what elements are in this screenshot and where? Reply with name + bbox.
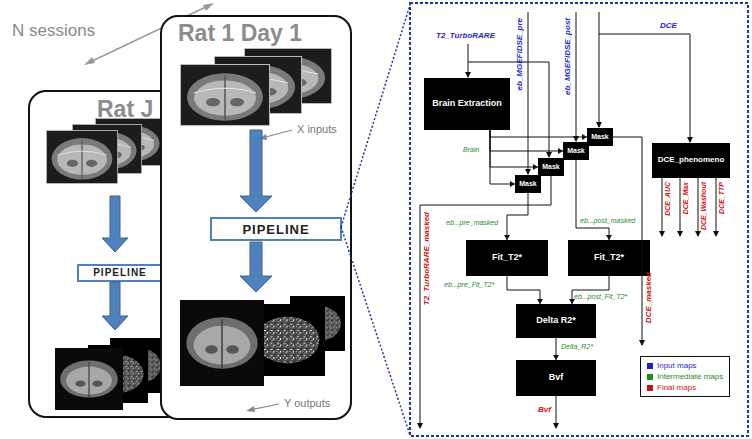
output-wire (662, 178, 663, 236)
edge-label: eb...pre_masked (446, 219, 498, 226)
edge-label: eb...post_masked (580, 217, 635, 224)
legend-swatch (647, 385, 653, 391)
edge-label: eb...post_Fit_T2* (574, 293, 627, 300)
input-map-label: eb_MGEFIDSE_post (564, 18, 572, 95)
arrow-head (203, 3, 214, 11)
edge-label: eb...pre_Fit_T2* (444, 281, 494, 288)
axis-label: X inputs (297, 124, 337, 135)
process-box: Bvf (516, 360, 596, 396)
process-label: Delta R2* (536, 316, 576, 326)
process-label: Brain Extraction (432, 99, 502, 109)
flow-connector (553, 338, 559, 360)
legend-row: Final maps (647, 382, 723, 393)
final-map-label: DCE_AUC (664, 182, 671, 216)
flow-connector (504, 193, 528, 240)
legend-swatch (647, 374, 653, 380)
legend-swatch (647, 363, 653, 369)
flow-connector (507, 276, 543, 304)
subject-panel: Rat 1 Day 1 PIPELINE (160, 15, 352, 420)
final-map-label: T2_TurboRARE_masked (423, 212, 431, 305)
legend-box: Input mapsIntermediate mapsFinal maps (640, 356, 730, 397)
mask-box: Mask (538, 158, 564, 176)
final-map-label: DCE_Max (682, 182, 689, 214)
input-wire (599, 34, 690, 142)
connector-line (490, 130, 587, 137)
pipeline-box: PIPELINE (210, 217, 342, 241)
connector-line (490, 130, 563, 151)
process-box: Fit_T2* (466, 240, 548, 276)
process-box: Delta R2* (516, 304, 596, 338)
wire-group (420, 12, 716, 428)
input-map-label: DCE (660, 22, 677, 30)
flow-connector (490, 130, 563, 154)
process-box: DCE_phenomeno (652, 143, 730, 178)
process-label: Fit_T2* (492, 253, 522, 263)
final-map-label: Bvf (538, 406, 551, 414)
pipeline-box: PIPELINE (77, 264, 163, 282)
connector-line (576, 160, 609, 240)
legend-text: Final maps (657, 382, 696, 393)
legend-text: Intermediate maps (657, 371, 723, 382)
output-wire (680, 178, 681, 236)
flow-connector (490, 130, 587, 140)
process-label: Mask (567, 147, 585, 155)
connector-line (507, 193, 528, 240)
process-label: Mask (591, 133, 609, 141)
process-box: Brain Extraction (424, 78, 510, 130)
process-box: Fit_T2* (568, 240, 650, 276)
process-label: Mask (519, 180, 537, 188)
axis-label: Y outputs (284, 398, 330, 409)
panel-title: Rat J (97, 98, 153, 121)
input-map-label: T2_TurboRARE (436, 32, 495, 40)
edge-label: Brain (463, 146, 479, 153)
connector-line (507, 276, 540, 304)
connector-line (490, 130, 538, 167)
input-wire (599, 12, 600, 127)
mask-box: Mask (515, 175, 541, 193)
mask-box: Mask (587, 128, 613, 146)
zoom-frame (410, 3, 748, 436)
process-label: DCE_phenomeno (658, 156, 725, 165)
input-wire (576, 12, 577, 141)
connector-line (556, 338, 557, 360)
mask-box: Mask (563, 142, 589, 160)
process-label: Bvf (549, 373, 564, 383)
input-wire (468, 44, 469, 77)
pipeline-label: PIPELINE (242, 223, 309, 236)
legend-text: Input maps (657, 360, 697, 371)
flow-connector (490, 130, 538, 170)
pipeline-label: PIPELINE (93, 268, 147, 278)
output-wire (556, 396, 557, 428)
flow-connector (490, 130, 515, 187)
final-map-label: DCE_masked (645, 272, 653, 323)
output-wire (716, 178, 717, 236)
arrow-head (84, 57, 95, 65)
legend-row: Input maps (647, 360, 723, 371)
final-map-label: DCE_TTP (718, 182, 725, 214)
flow-connector (576, 160, 612, 240)
connector-line (490, 130, 515, 184)
axis-label: N sessions (12, 22, 95, 39)
panel-title: Rat 1 Day 1 (178, 22, 302, 45)
process-label: Fit_T2* (594, 253, 624, 263)
process-label: Mask (542, 163, 560, 171)
input-wire (528, 12, 529, 174)
final-map-label: DCE_Washout (700, 182, 707, 230)
legend-row: Intermediate maps (647, 371, 723, 382)
input-map-label: eb_MGEFIDSE_pre (516, 18, 524, 90)
output-wire (698, 178, 699, 236)
edge-label: Delta_R2* (561, 343, 593, 350)
